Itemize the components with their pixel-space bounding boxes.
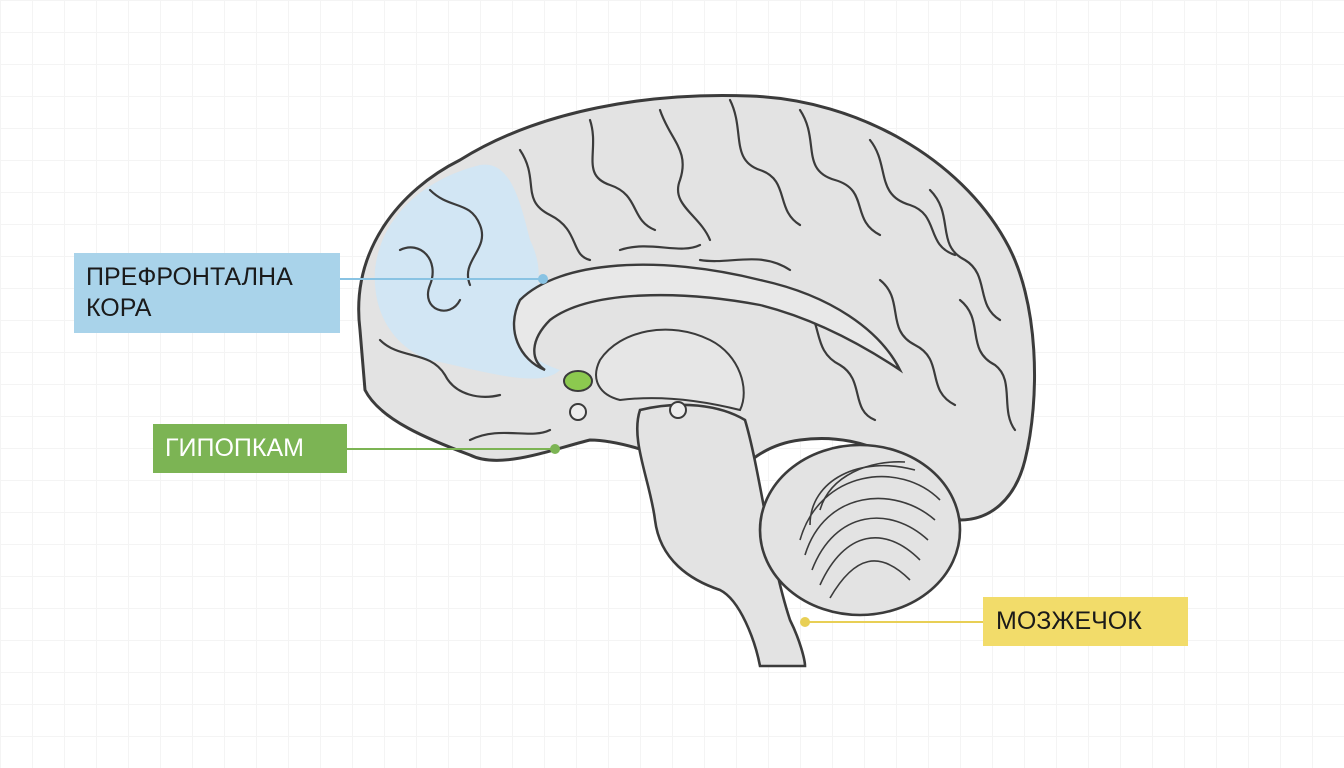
thalamus (595, 328, 745, 412)
prefrontal-leader-dot (538, 274, 548, 284)
brainstem (635, 403, 807, 668)
corpus-callosum (512, 263, 904, 374)
hippocampus-leader-dot (550, 444, 560, 454)
mammillary-structure (669, 401, 687, 419)
cerebellum (758, 443, 962, 617)
hippocampus-label: ГИПОПКАМ (153, 424, 347, 473)
prefrontal-cortex-label: ПРЕФРОНТАЛНА КОРА (74, 253, 340, 333)
cerebellum-label: МОЗЖЕЧОК (983, 597, 1188, 646)
cerebellum-leader-dot (800, 617, 810, 627)
cerebellum-folia (799, 461, 941, 599)
gyri-folds (378, 98, 1017, 442)
hippocampus (563, 370, 593, 392)
pineal-structure (569, 403, 587, 421)
